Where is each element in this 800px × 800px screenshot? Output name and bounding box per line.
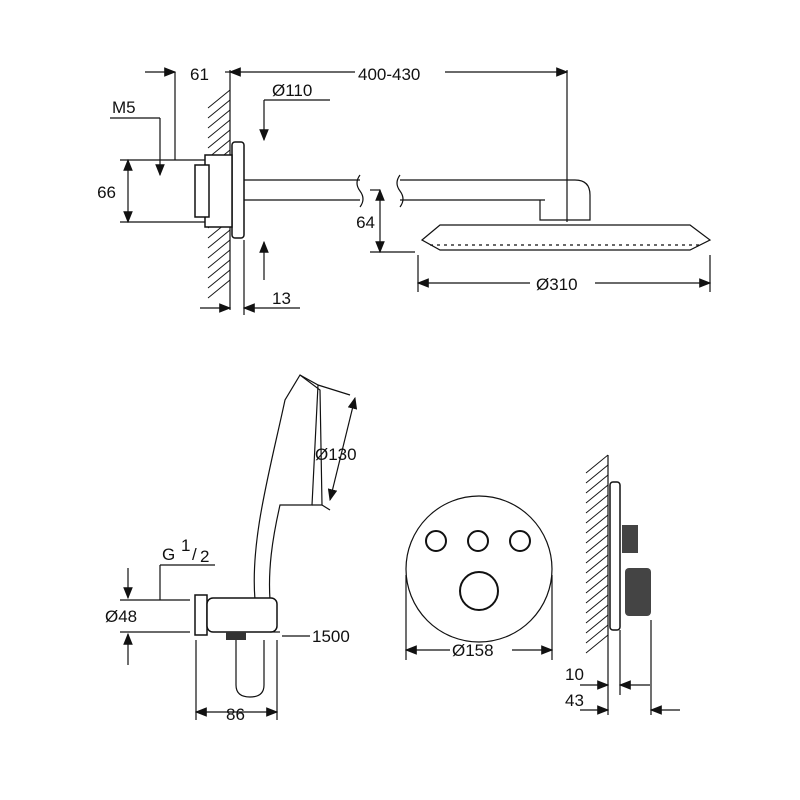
dim-86: 86	[226, 705, 245, 724]
dim-10: 10	[565, 665, 584, 684]
dim-trim-diameter: Ø158	[452, 641, 494, 660]
hatch-line	[207, 119, 231, 139]
thermostat-front-view	[404, 495, 554, 660]
dim-66: 66	[97, 183, 116, 202]
hatch-line	[207, 239, 231, 259]
hatch-line	[585, 574, 609, 594]
hatch-line	[585, 494, 609, 514]
dim-hand-shower-diameter: Ø130	[315, 445, 357, 464]
hatch-line	[585, 594, 609, 614]
hatch-line	[207, 109, 231, 129]
shower-arm-side-view	[160, 70, 712, 310]
svg-text:2: 2	[200, 547, 209, 566]
hatch-line	[585, 464, 609, 484]
hatch-line	[585, 554, 609, 574]
hatch-line	[585, 564, 609, 584]
hatch-line	[207, 89, 231, 109]
svg-text:G: G	[162, 545, 175, 564]
dim-elbow-diameter: Ø48	[105, 607, 137, 626]
hatch-line	[585, 534, 609, 554]
dim-arm-length: 400-430	[358, 65, 420, 84]
hatch-line	[585, 504, 609, 524]
hatch-line	[207, 229, 231, 249]
hatch-line	[585, 524, 609, 544]
wall-hatch	[585, 454, 609, 654]
hatch-line	[207, 269, 231, 289]
dim-43: 43	[565, 691, 584, 710]
hatch-line	[207, 279, 231, 299]
dim-flange-diameter: Ø110	[272, 81, 312, 100]
hand-shower-view	[120, 374, 358, 720]
dim-61: 61	[190, 65, 209, 84]
dim-thread-m5: M5	[112, 98, 136, 117]
hatch-line	[207, 129, 231, 149]
svg-text:1: 1	[181, 536, 190, 555]
dim-hose-length: 1500	[312, 627, 350, 646]
hatch-line	[207, 249, 231, 269]
thermostat-side-view	[580, 454, 680, 715]
svg-text:/: /	[192, 545, 197, 564]
hatch-line	[585, 634, 609, 654]
hatch-line	[585, 544, 609, 564]
hatch-line	[585, 584, 609, 604]
hatch-line	[585, 454, 609, 474]
hatch-line	[585, 624, 609, 644]
dim-connection-thread: G 1 / 2	[162, 536, 209, 566]
hatch-line	[585, 604, 609, 624]
dim-13: 13	[272, 289, 291, 308]
hatch-line	[585, 614, 609, 634]
dim-64: 64	[356, 213, 375, 232]
hatch-line	[585, 474, 609, 494]
dimension-lines-top	[110, 67, 712, 315]
hatch-line	[207, 99, 231, 119]
hatch-line	[585, 484, 609, 504]
dim-head-diameter: Ø310	[536, 275, 578, 294]
hatch-line	[585, 514, 609, 534]
hatch-line	[207, 259, 231, 279]
